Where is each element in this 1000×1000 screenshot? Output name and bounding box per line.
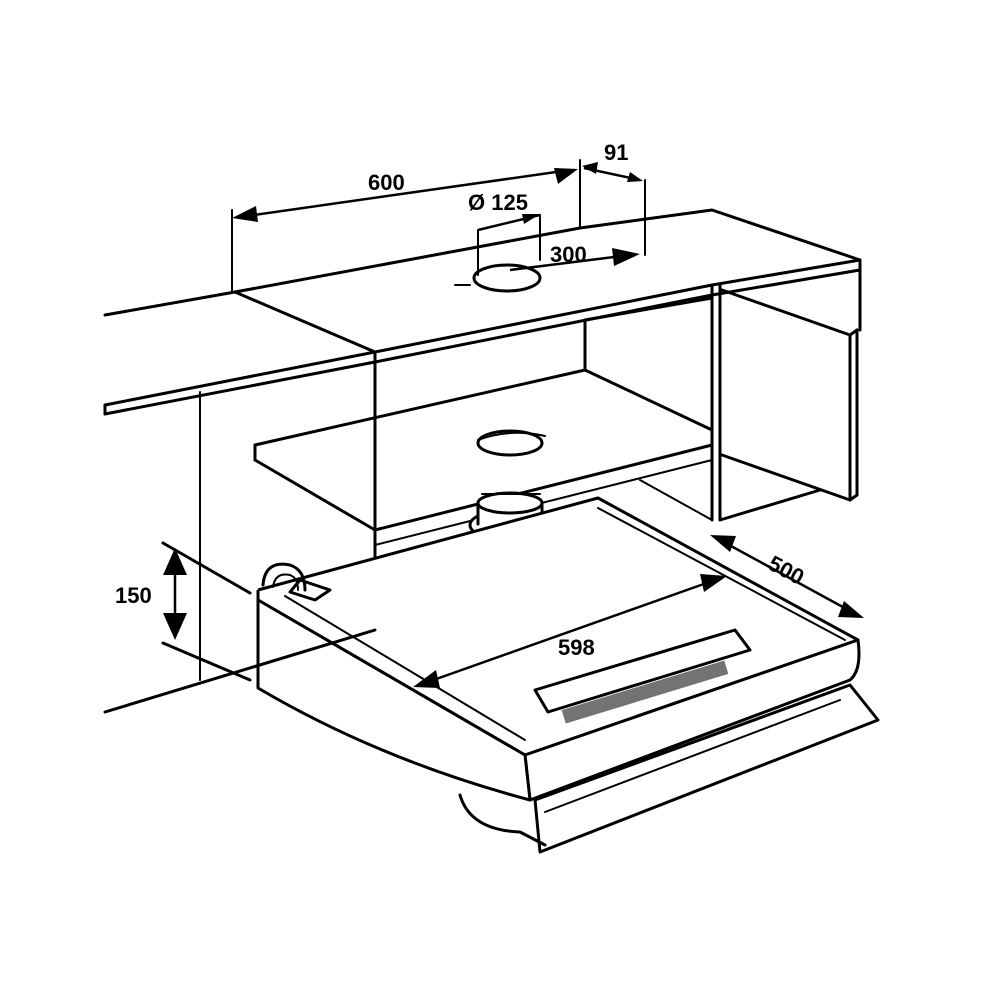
wall-cabinet-top [233,208,862,364]
vent-grille [533,628,752,724]
dim-91 [582,162,646,256]
label-diameter-125: Ø 125 [468,190,528,215]
label-91: 91 [604,140,628,165]
wall-lines [103,541,377,714]
dim-150 [163,548,187,640]
hood-body [256,496,880,854]
cabinet-interior [253,318,714,632]
dim-300 [509,248,640,272]
wall-cabinet-right-door [583,258,862,522]
label-598: 598 [558,635,595,660]
label-600: 600 [368,170,405,195]
dim-500 [710,535,864,618]
label-300: 300 [550,242,587,267]
dim-600 [231,159,581,293]
duct-hole-shelf [476,429,546,457]
dim-125 [477,213,541,276]
duct-hole-top [454,263,542,293]
dim-598 [413,574,727,688]
label-150: 150 [115,583,152,608]
wall-cabinet-left [103,290,377,681]
